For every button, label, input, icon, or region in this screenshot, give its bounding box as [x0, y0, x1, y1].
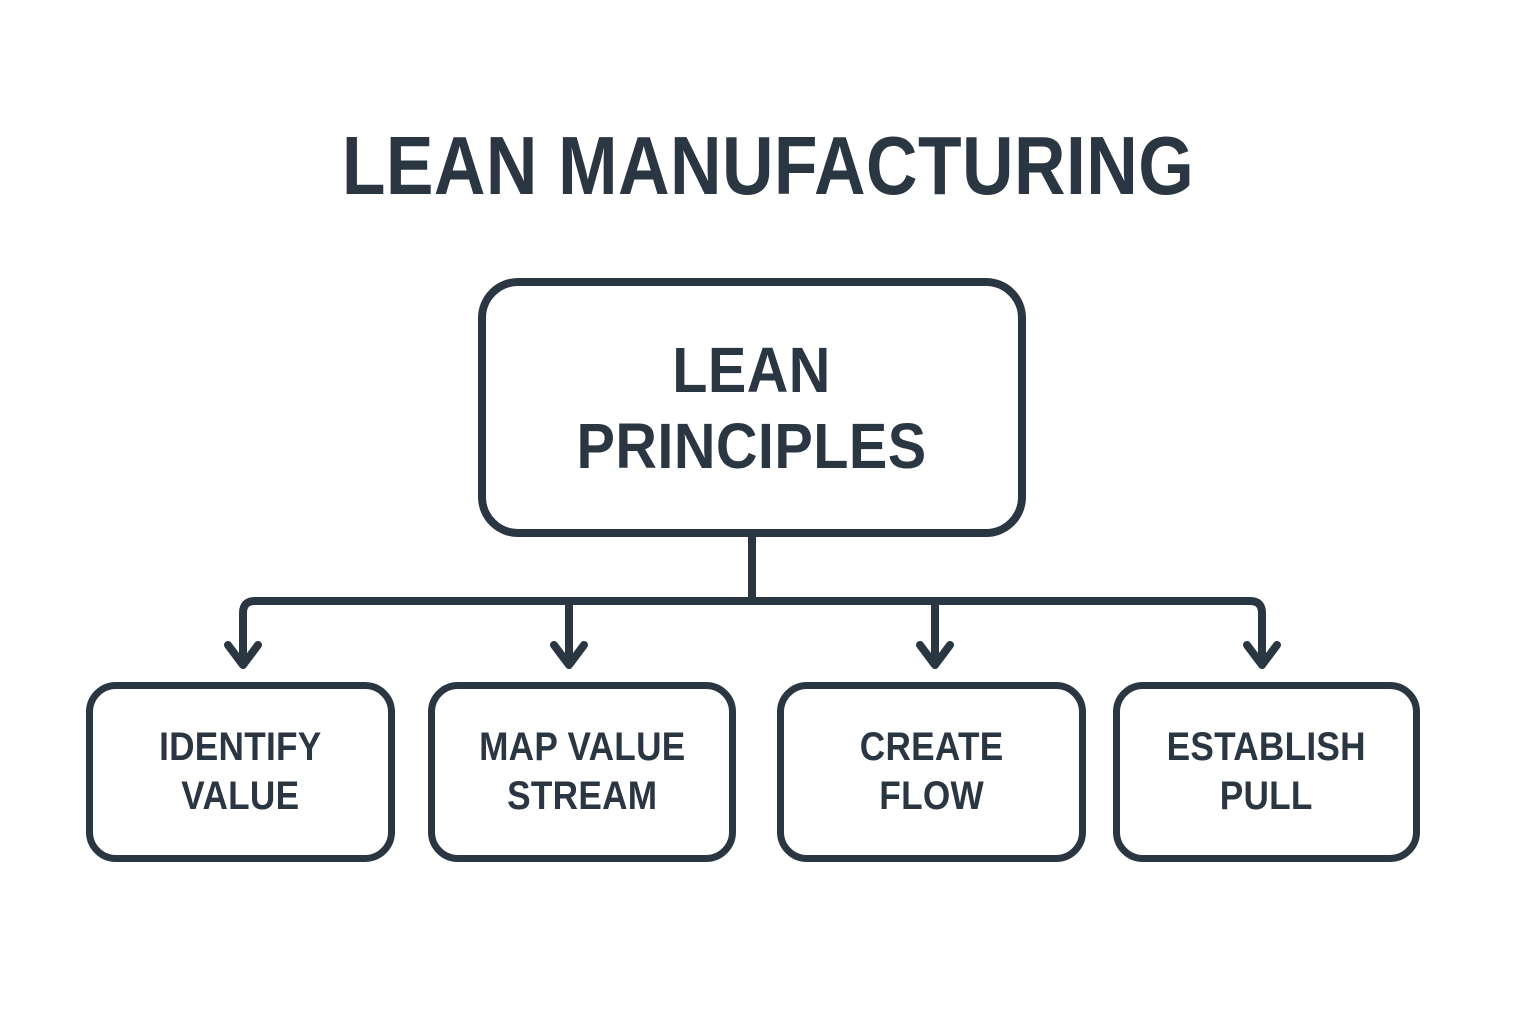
connector-bus	[239, 597, 1266, 634]
node-label: MAP VALUE STREAM	[478, 725, 686, 818]
node-identify-value[interactable]: IDENTIFY VALUE	[86, 682, 395, 862]
node-lean-principles[interactable]: LEAN PRINCIPLES	[478, 278, 1026, 537]
arrowhead-1	[550, 641, 588, 669]
arrowhead-3	[1243, 641, 1281, 669]
node-create-flow[interactable]: CREATE FLOW	[777, 682, 1086, 862]
node-label: LEAN PRINCIPLES	[576, 333, 928, 482]
node-label: ESTABLISH PULL	[1166, 725, 1367, 818]
arrowhead-0	[224, 641, 262, 669]
arrowhead-2	[916, 641, 954, 669]
page-title: LEAN MANUFACTURING	[341, 119, 1195, 212]
node-label: CREATE FLOW	[859, 725, 1004, 818]
node-map-value-stream[interactable]: MAP VALUE STREAM	[428, 682, 736, 862]
node-establish-pull[interactable]: ESTABLISH PULL	[1113, 682, 1420, 862]
node-label: IDENTIFY VALUE	[159, 725, 322, 818]
